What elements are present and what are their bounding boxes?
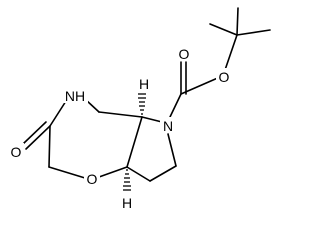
- atom-label-ester-oxygen: O: [216, 68, 232, 85]
- bond-c3-o-double-a: [25, 125, 51, 150]
- svg-text:NH: NH: [65, 88, 85, 104]
- pyrrolidine-ring: [126, 116, 177, 182]
- svg-text:O: O: [179, 46, 190, 62]
- boc-carbamate: [169, 61, 221, 118]
- stereo-bond-bottom: [123, 169, 131, 191]
- bond-c3a-to-c4: [98, 111, 143, 118]
- bond-c7-to-c7a: [126, 166, 151, 182]
- atom-label-lactam-nitrogen: NH: [62, 87, 88, 104]
- atom-label-carbonyl-oxygen-top: O: [176, 45, 192, 62]
- bond-c2-to-ring-o: [48, 166, 86, 179]
- bond-tbu-methyl-up: [236, 7, 239, 36]
- atom-label-stereo-hydrogen-top: H: [137, 76, 151, 92]
- chemical-structure: O O N NH O O H H: [8, 7, 271, 211]
- bond-nh-to-c3: [49, 100, 67, 127]
- bond-carbonyl-c-to-ring-n: [169, 93, 182, 118]
- bond-ring-n-to-c3a: [141, 116, 163, 123]
- bond-tbu-methyl-left: [209, 23, 238, 36]
- bond-c3-to-c2: [48, 125, 51, 168]
- atom-label-ring-nitrogen: N: [160, 117, 177, 134]
- bond-c3-o-double-b: [23, 121, 47, 144]
- svg-text:H: H: [122, 195, 132, 211]
- bond-c4-to-nh: [85, 99, 100, 113]
- bond-ring-n-to-c6: [167, 133, 177, 167]
- bond-c6-to-c7: [149, 165, 177, 182]
- stereo-bond-top: [138, 93, 146, 115]
- atom-label-carbonyl-oxygen-left: O: [8, 143, 24, 160]
- bond-ester-o-to-carbonyl-c: [180, 76, 221, 95]
- svg-text:O: O: [219, 69, 230, 85]
- bond-tbu-to-ester-o: [224, 34, 238, 71]
- tert-butyl-group: [209, 7, 271, 71]
- atom-label-ring-oxygen: O: [84, 170, 100, 187]
- atom-label-stereo-hydrogen-bottom: H: [120, 195, 134, 211]
- oxazepanone-ring: [23, 99, 143, 179]
- bond-tbu-methyl-right: [236, 29, 271, 36]
- bond-ring-o-to-c7a: [98, 166, 128, 178]
- bond-c7a-to-c3a: [126, 116, 143, 168]
- svg-text:O: O: [87, 171, 98, 187]
- svg-text:N: N: [163, 118, 173, 134]
- svg-text:H: H: [139, 76, 149, 92]
- svg-text:O: O: [11, 144, 22, 160]
